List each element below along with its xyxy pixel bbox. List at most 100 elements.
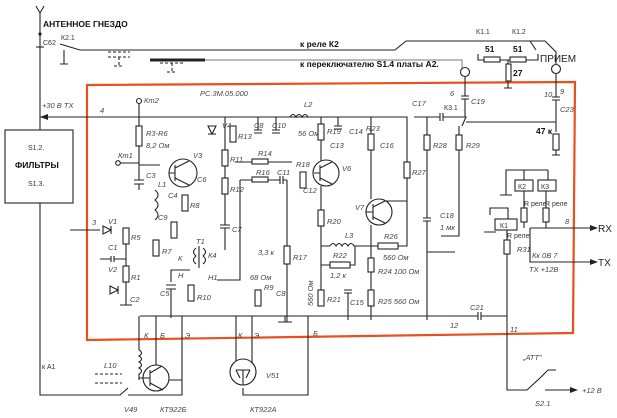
coax-ground-icon — [108, 51, 130, 67]
r23-c16-label: С16 — [380, 141, 395, 150]
resistor-r3-r6 — [135, 125, 143, 147]
resistor-51b — [509, 56, 527, 63]
t1-label: Т1 — [196, 237, 205, 246]
resistor-r25 — [367, 289, 375, 307]
l1-label: L1 — [158, 180, 166, 189]
r9-label: R9 — [264, 283, 274, 292]
k-label: К — [178, 254, 183, 263]
board-frame — [85, 80, 577, 342]
l10-label: L10 — [104, 361, 117, 370]
k31-label: К3.1 — [444, 105, 458, 112]
resistor-r10 — [187, 284, 195, 302]
kt922b-label: КТ922Б — [160, 405, 187, 414]
c18-label: С18 — [440, 211, 455, 220]
s12-label: S1.2. — [28, 145, 44, 152]
r8-label: R8 — [190, 201, 200, 210]
wire — [523, 191, 590, 263]
kt1-testpoint[interactable] — [115, 160, 121, 166]
pin-e2-label: Э — [254, 331, 259, 340]
diode-v1-icon — [102, 225, 113, 235]
c11-label: С11 — [277, 168, 290, 177]
resistor-r24 — [367, 257, 375, 273]
capacitor-c5 — [166, 269, 190, 318]
pin3-label: 3 — [92, 218, 97, 227]
arrow-icon — [40, 114, 48, 120]
inductor-l10 — [137, 349, 143, 380]
c17-label: С17 — [412, 99, 427, 108]
arrow-icon — [570, 387, 578, 393]
r7-label: R7 — [162, 247, 172, 256]
r21-label2: R21 — [327, 295, 341, 304]
c1-label: С1 — [108, 243, 118, 252]
r28-label: R28 — [433, 141, 448, 150]
c19-label: С19 — [471, 97, 486, 106]
c9-label: С9 — [158, 213, 168, 222]
ground-icon — [278, 316, 292, 323]
filters-title: ФИЛЬТРЫ — [15, 160, 59, 170]
resistor-r20 — [317, 209, 325, 227]
l3-label: L3 — [345, 231, 354, 240]
pin11-label: 11 — [510, 325, 518, 334]
resistor-r12 — [221, 177, 229, 195]
wire — [320, 117, 342, 170]
pin-k2-label: К — [238, 331, 243, 340]
ground-icon — [504, 60, 512, 89]
att-switch — [539, 369, 556, 379]
tx12-label: ТХ +12В — [529, 265, 558, 274]
switch-line — [205, 59, 463, 68]
kt1-label: Кт1 — [118, 151, 133, 160]
k3-label: К3 — [541, 184, 549, 191]
to-relay-k2-label: к реле К2 — [300, 39, 339, 49]
r22-value: 1,2 к — [330, 271, 347, 280]
r27b-label: R27 — [412, 168, 427, 177]
resistor-51a — [483, 56, 501, 63]
coax-shield-icon — [95, 373, 122, 384]
v4-label: V4 — [222, 121, 231, 130]
c3-label: С3 — [146, 171, 156, 180]
resistor-r21 — [317, 289, 325, 307]
board-code: РС.3М.05.000 — [200, 89, 249, 98]
k2-relay-line — [59, 43, 395, 51]
plus12-label: +12 В — [582, 386, 602, 395]
resistor-r26 — [377, 242, 399, 250]
pin-k-label: К — [144, 331, 149, 340]
kt922a-label: КТ922А — [250, 405, 277, 414]
resistor-r31 — [503, 239, 511, 255]
wire — [506, 230, 570, 391]
r22-label: R22 — [333, 251, 348, 260]
r31-label: R31 — [517, 245, 531, 254]
r23-label: R23 — [366, 124, 381, 133]
relay-k3 — [537, 179, 557, 192]
resistor-r9 — [254, 289, 262, 307]
resistor-r7 — [152, 239, 160, 257]
inductor-l2 — [289, 113, 309, 119]
pin-b2-label: Б — [313, 329, 318, 338]
filters-box — [4, 129, 74, 204]
rx-label: RX — [598, 224, 612, 235]
resistor-r28 — [423, 134, 431, 151]
wires-left — [118, 117, 160, 190]
pin10-label: 10 — [544, 90, 553, 99]
capacitor-c1 — [100, 256, 126, 262]
k21-label: К2.1 — [61, 35, 75, 42]
ground-bus — [140, 312, 507, 320]
shield-ground-icon — [160, 62, 185, 73]
c21-label: С21 — [470, 303, 484, 312]
transistor-v49-symbol — [139, 365, 164, 391]
r-rele2-label: R реле — [545, 201, 568, 208]
s21-label: S2.1 — [535, 399, 550, 408]
r3r6-label: R3-R6 — [146, 129, 169, 138]
wire — [220, 117, 230, 250]
r14-label: R14 — [258, 149, 272, 158]
r26-label: R26 — [384, 232, 399, 241]
c10-label: С10 — [272, 121, 287, 130]
resistor-r27 — [403, 161, 411, 179]
c8-label: С8 — [254, 121, 264, 130]
r27-label: 27 — [513, 68, 523, 78]
kt2-testpoint[interactable] — [135, 97, 143, 105]
r51b-label: 51 — [513, 44, 523, 54]
s13-label: S1.3. — [28, 181, 44, 188]
r25-label: R25 560 Ом — [378, 297, 419, 306]
